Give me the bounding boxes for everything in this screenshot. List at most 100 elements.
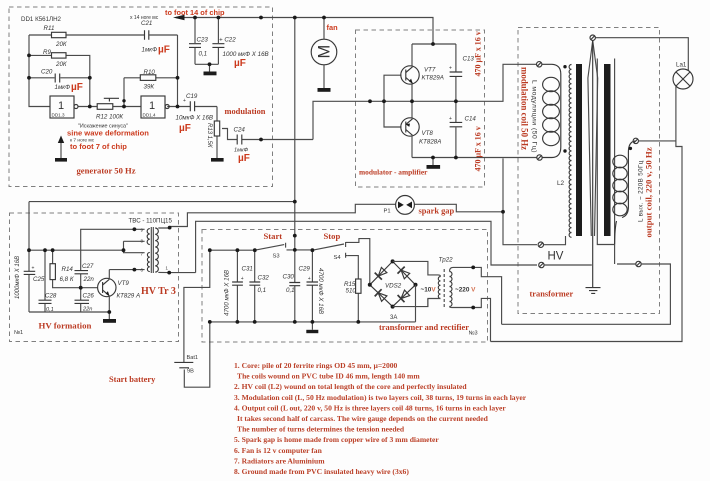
svg-text:C29: C29 — [299, 266, 311, 273]
svg-text:№1: №1 — [14, 330, 23, 336]
svg-text:DD1.4: DD1.4 — [143, 113, 156, 118]
svg-text:R10: R10 — [144, 69, 156, 76]
svg-text:C24: C24 — [234, 127, 246, 134]
svg-text:R9: R9 — [43, 49, 51, 56]
svg-text:µF: µF — [179, 123, 191, 134]
svg-text:µF: µF — [234, 58, 246, 69]
svg-text:C27: C27 — [82, 263, 94, 270]
svg-text:transformer: transformer — [530, 290, 574, 299]
svg-text:C31: C31 — [242, 266, 253, 273]
svg-text:M: M — [316, 45, 334, 59]
svg-text:modulator - amplifier: modulator - amplifier — [359, 168, 428, 177]
svg-text:470 µF х 16 v: 470 µF х 16 v — [474, 31, 483, 76]
svg-text:1: 1 — [166, 266, 169, 271]
svg-text:R11: R11 — [44, 25, 55, 32]
svg-text:C26: C26 — [83, 293, 95, 300]
svg-text:Bat1: Bat1 — [187, 355, 199, 361]
svg-text:22n: 22n — [82, 307, 92, 313]
svg-text:2. HV coil (L2) wound on tota: 2. HV coil (L2) wound on total length of… — [234, 382, 467, 391]
svg-text:La1: La1 — [676, 62, 687, 69]
svg-text:C20: C20 — [41, 69, 53, 76]
svg-text:VT8: VT8 — [422, 130, 434, 137]
svg-text:20К: 20К — [55, 41, 67, 48]
svg-text:+ C22: + C22 — [219, 37, 236, 44]
svg-text:0,1: 0,1 — [46, 307, 54, 313]
svg-text:C23: C23 — [197, 37, 209, 44]
svg-text:8. Ground made from PVC insul: 8. Ground made from PVC insulated heavy … — [234, 467, 409, 476]
svg-text:3. Modulation coil (L, 50 Hz: 3. Modulation coil (L, 50 Hz modulation)… — [234, 393, 527, 402]
svg-text:+: + — [308, 276, 311, 282]
svg-text:"Искажение синуса": "Искажение синуса" — [78, 124, 128, 130]
svg-text:1: 1 — [58, 100, 64, 112]
svg-text:The number of turns determines: The number of turns determines the tensi… — [237, 425, 405, 434]
svg-text:39К: 39К — [144, 84, 155, 91]
svg-text:6. Fan is 12 v computer fan: 6. Fan is 12 v computer fan — [234, 446, 323, 455]
svg-text:to foot 14 of chip: to foot 14 of chip — [165, 8, 225, 17]
svg-text:C21: C21 — [141, 20, 152, 27]
svg-text:~10V: ~10V — [421, 287, 437, 294]
svg-text:4700 мкФ Х 16В: 4700 мкФ Х 16В — [224, 270, 231, 316]
svg-text:sine wave deformation: sine wave deformation — [67, 129, 149, 138]
svg-text:C19: C19 — [186, 93, 198, 100]
svg-text:1. Core: pile of 20 ferrite r: 1. Core: pile of 20 ferrite rings OD 45 … — [234, 361, 398, 370]
svg-text:C13: C13 — [463, 56, 475, 63]
svg-text:4700 мкФ Х 16В: 4700 мкФ Х 16В — [317, 268, 324, 314]
svg-text:generator 50 Hz: generator 50 Hz — [77, 166, 136, 176]
svg-text:The coils wound on PVC tube ID: The coils wound on PVC tube ID 46 mm, le… — [237, 372, 420, 381]
svg-text:C14: C14 — [465, 116, 477, 123]
svg-text:1000мкФ Х 16В: 1000мкФ Х 16В — [15, 256, 21, 299]
svg-text:DD1.3: DD1.3 — [52, 113, 65, 118]
svg-text:х 14 ноге мс: х 14 ноге мс — [130, 15, 159, 21]
svg-text:Tp22: Tp22 — [439, 257, 454, 264]
svg-text:R15: R15 — [344, 281, 356, 288]
svg-text:5. Spark gap is home made fro: 5. Spark gap is home made from copper wi… — [234, 435, 439, 444]
svg-text:µF: µF — [158, 45, 170, 56]
svg-text:0,1: 0,1 — [199, 51, 208, 58]
svg-text:R12 100К: R12 100К — [96, 114, 123, 121]
svg-text:+: + — [449, 116, 452, 122]
svg-text:C28: C28 — [45, 293, 57, 300]
svg-text:1мкФ: 1мкФ — [55, 84, 71, 91]
svg-text:R13 1,5К: R13 1,5К — [206, 123, 212, 148]
svg-text:ТВС - 110ПЦ15: ТВС - 110ПЦ15 — [129, 218, 173, 225]
svg-text:0,1: 0,1 — [258, 287, 267, 294]
svg-text:L2: L2 — [557, 180, 565, 187]
svg-text:L модуляции (50 Гц): L модуляции (50 Гц) — [531, 80, 538, 153]
svg-text:20К: 20К — [55, 61, 67, 68]
svg-text:S4: S4 — [334, 255, 342, 261]
svg-text:7. Radiators are Aluminium: 7. Radiators are Aluminium — [234, 456, 325, 465]
svg-text:HV formation: HV formation — [39, 321, 92, 331]
svg-text:1мкФ: 1мкФ — [234, 148, 249, 154]
svg-text:HV Tr 3: HV Tr 3 — [141, 286, 176, 297]
svg-text:+: + — [32, 266, 35, 272]
svg-text:22n: 22n — [83, 276, 95, 283]
svg-text:transformer and rectifier: transformer and rectifier — [379, 323, 469, 332]
svg-text:6: 6 — [141, 268, 144, 273]
svg-text:~220 V: ~220 V — [455, 287, 476, 294]
svg-text:9: 9 — [141, 228, 144, 233]
svg-text:spark gap: spark gap — [419, 207, 455, 216]
svg-text:3A: 3A — [390, 315, 397, 321]
svg-text:0,1: 0,1 — [286, 287, 295, 294]
svg-text:to foot 7 of chip: to foot 7 of chip — [70, 142, 127, 151]
svg-text:+: + — [241, 276, 244, 282]
svg-text:HV: HV — [548, 251, 564, 263]
svg-text:R14: R14 — [62, 266, 74, 273]
svg-text:Stop: Stop — [324, 231, 341, 241]
svg-text:4. Output coil (L out, 220 v,: 4. Output coil (L out, 220 v, 50 Hz is t… — [234, 403, 506, 412]
svg-text:6,8 К: 6,8 К — [60, 276, 74, 283]
svg-text:VDS2: VDS2 — [385, 283, 402, 290]
svg-text:C25: C25 — [33, 276, 45, 283]
svg-text:VT9: VT9 — [118, 280, 130, 287]
svg-text:+: + — [183, 98, 186, 104]
svg-text:№3: №3 — [469, 331, 478, 337]
svg-text:1: 1 — [149, 100, 155, 112]
svg-text:L вых. ~ 220В 50Гц: L вых. ~ 220В 50Гц — [638, 160, 645, 222]
svg-text:KT828A: KT828A — [419, 139, 441, 146]
svg-text:C30: C30 — [283, 274, 295, 281]
svg-text:VT7: VT7 — [424, 67, 436, 74]
svg-text:P1: P1 — [384, 209, 391, 215]
svg-text:fan: fan — [327, 23, 339, 32]
svg-text:10мкФ Х 16В: 10мкФ Х 16В — [176, 115, 214, 122]
svg-text:It takes second half of carcas: It takes second half of carcass. The wir… — [237, 414, 489, 423]
